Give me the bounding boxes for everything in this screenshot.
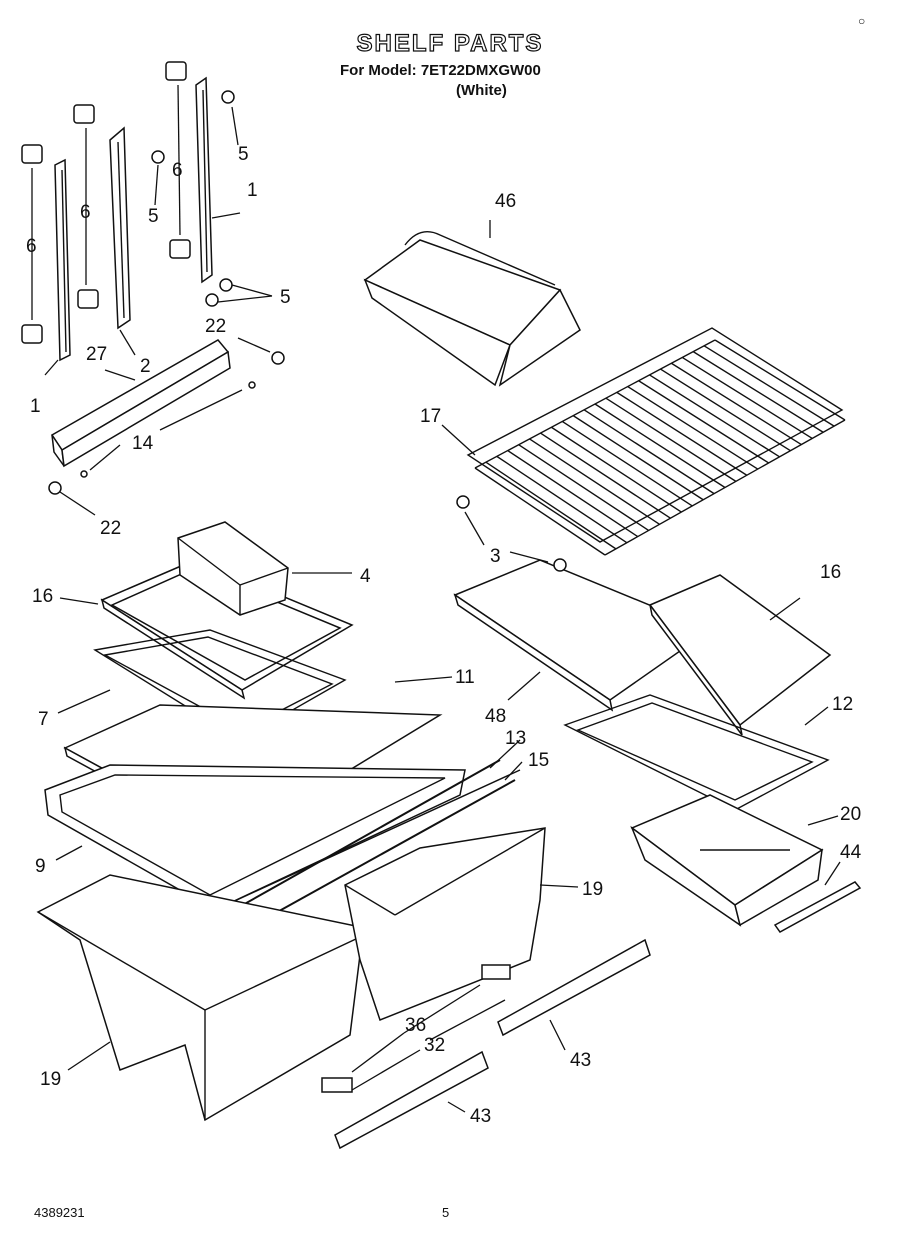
callout-7: 7 xyxy=(38,709,49,730)
crisper-drawer-left xyxy=(36,874,377,1122)
callout-44: 44 xyxy=(840,842,862,863)
callout-4: 4 xyxy=(360,566,371,587)
wire-bar xyxy=(638,380,770,464)
wire-bar xyxy=(550,426,682,513)
leader-lines xyxy=(44,106,841,1113)
glass-shelf-left xyxy=(100,559,354,700)
shelf-frame-right xyxy=(563,694,830,811)
callout-2: 2 xyxy=(140,356,151,377)
callout-1b: 1 xyxy=(30,396,41,417)
wire-bar xyxy=(594,403,726,489)
callout-14: 14 xyxy=(132,433,154,454)
glass-shelf-right-b xyxy=(648,574,832,736)
callout-1a: 1 xyxy=(247,180,258,201)
cover-strips xyxy=(224,759,516,931)
dairy-bin xyxy=(177,521,289,616)
callout-27: 27 xyxy=(86,344,107,365)
callout-17: 17 xyxy=(420,406,441,427)
wire-bar xyxy=(670,362,802,446)
ladder-rail-left xyxy=(54,158,71,362)
ladder-rail-middle xyxy=(109,126,131,330)
ladder-clips xyxy=(21,61,191,344)
callout-16a: 16 xyxy=(32,586,53,607)
drawer-rails xyxy=(334,938,651,1150)
crisper-cover-frame xyxy=(44,764,521,911)
wire-bar xyxy=(681,356,813,440)
meat-drawer xyxy=(630,794,824,927)
drawer-slides xyxy=(321,964,511,1093)
wire-bar xyxy=(485,461,617,550)
callout-43b: 43 xyxy=(470,1106,491,1127)
callout-43a: 43 xyxy=(570,1050,591,1071)
wire-bar xyxy=(529,438,660,525)
wire-bar xyxy=(507,449,639,538)
wire-bar xyxy=(660,368,791,452)
wire-bar xyxy=(649,374,780,458)
shelf-bracket xyxy=(50,339,231,468)
callout-19b: 19 xyxy=(40,1069,61,1090)
drawer-trim-strip xyxy=(773,881,862,933)
callout-9: 9 xyxy=(35,856,46,877)
callout-5b: 5 xyxy=(148,206,159,227)
page-number: 5 xyxy=(442,1205,450,1220)
page-title: SHELF PARTS xyxy=(356,29,544,57)
callout-5c: 5 xyxy=(280,287,291,308)
wire-bar xyxy=(583,409,715,495)
callout-5a: 5 xyxy=(238,144,249,165)
wire-bar xyxy=(616,391,748,476)
callout-3: 3 xyxy=(490,546,501,567)
wire-bar xyxy=(572,415,704,501)
callout-13: 13 xyxy=(505,728,526,749)
callout-6b: 6 xyxy=(80,202,91,223)
crisper-pan xyxy=(363,231,581,387)
callout-11: 11 xyxy=(455,667,475,688)
callout-32: 32 xyxy=(424,1035,445,1056)
wire-bar xyxy=(518,444,650,532)
wire-bar xyxy=(605,397,737,482)
wire-bar xyxy=(714,339,846,421)
glass-shelf-right-a xyxy=(453,559,712,712)
wire-bar xyxy=(496,455,628,544)
callout-22a: 22 xyxy=(205,316,226,337)
callout-15: 15 xyxy=(528,750,549,771)
callout-22b: 22 xyxy=(100,518,121,539)
wire-bar xyxy=(561,420,693,507)
wire-bar xyxy=(474,467,606,556)
wire-bar xyxy=(540,432,671,519)
callout-46: 46 xyxy=(495,191,516,212)
callout-20: 20 xyxy=(840,804,861,825)
screws xyxy=(48,90,285,495)
callout-labels: 1 1 2 3 4 5 5 5 6 6 6 7 9 11 12 13 14 15… xyxy=(26,144,862,1127)
callout-19a: 19 xyxy=(582,879,603,900)
callout-12: 12 xyxy=(832,694,853,715)
ladder-rail-right xyxy=(195,76,213,284)
color-line: (White) xyxy=(456,82,507,99)
callout-6c: 6 xyxy=(172,160,183,181)
callout-48: 48 xyxy=(485,706,506,727)
callout-6a: 6 xyxy=(26,236,37,257)
corner-hole-mark: ○ xyxy=(858,14,866,28)
wire-bar xyxy=(703,345,835,427)
wire-bar xyxy=(627,385,759,470)
callout-36: 36 xyxy=(405,1015,426,1036)
clip-arrows xyxy=(31,84,181,320)
wire-bar xyxy=(692,351,824,433)
shelf-stud xyxy=(456,495,567,572)
model-line: For Model: 7ET22DMXGW00 xyxy=(340,62,541,79)
wire-shelf xyxy=(466,327,846,556)
callout-16b: 16 xyxy=(820,562,841,583)
document-number: 4389231 xyxy=(34,1205,85,1220)
